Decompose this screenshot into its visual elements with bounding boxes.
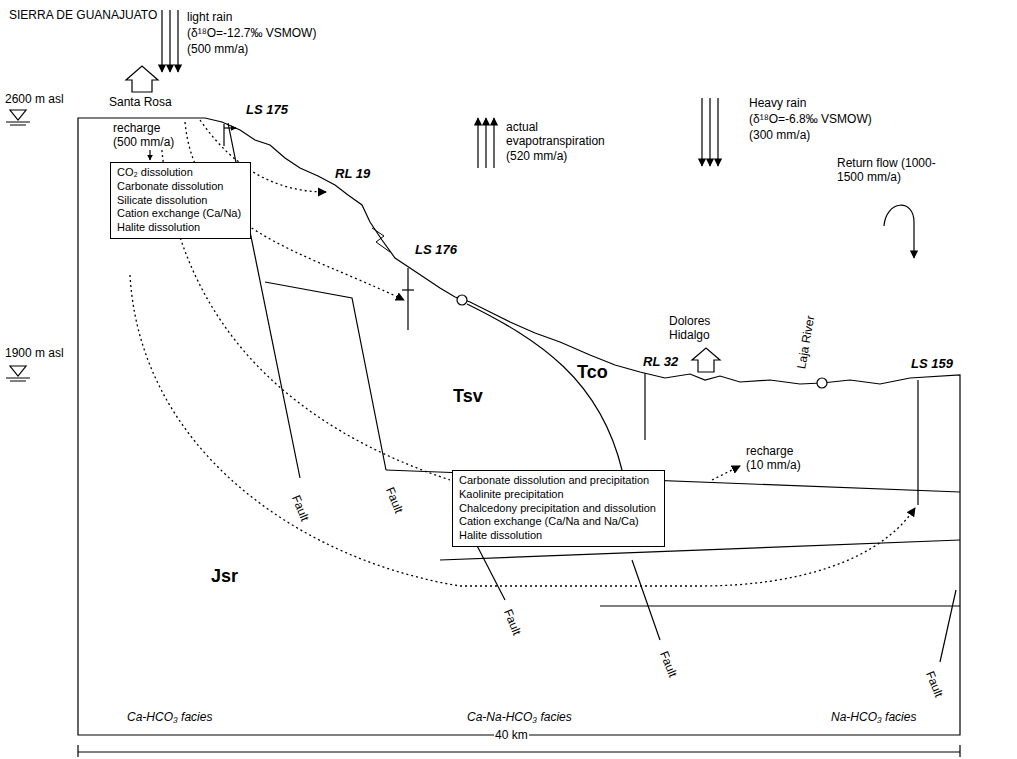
isotope-label: (δ¹⁸O=-6.8‰ VSMOW) [748,112,873,126]
process-text: Halite dissolution [459,529,658,543]
fault-label: Fault [500,606,524,638]
process-text: Chalcedony precipitation and dissolution [459,502,658,516]
facies-label: Ca-HCO₃ facies [126,710,213,724]
process-box: CO₂ dissolutionCarbonate dissolutionSili… [110,162,251,239]
town-label: Dolores Hidalgo [668,314,734,343]
river-label: Laja River [794,313,818,371]
process-box: Carbonate dissolution and precipitationK… [452,470,665,547]
fault-label: Fault [288,492,312,524]
return-flow-label: Return flow (1000-1500 mm/a) [836,156,946,185]
geologic-unit: Tco [576,362,609,384]
scale-label: 40 km [494,728,529,742]
rain-label: light rain [186,10,233,24]
fault-label: Fault [922,668,946,700]
process-text: Carbonate dissolution [117,180,244,194]
facies-label: Na-HCO₃ facies [830,710,917,724]
rate-label: (500 mm/a) [186,42,249,56]
process-text: Cation exchange (Ca/Na and Na/Ca) [459,515,658,529]
process-text: Carbonate dissolution and precipitation [459,474,658,488]
recharge-label: recharge (500 mm/a) [112,121,184,150]
rate-label: (300 mm/a) [748,128,811,142]
process-text: Cation exchange (Ca/Na) [117,207,244,221]
station-label: LS 175 [245,102,289,118]
fault-label: Fault [656,648,680,680]
process-text: Kaolinite precipitation [459,488,658,502]
elevation-label: 1900 m asl [4,346,65,360]
station-label: LS 176 [414,242,458,258]
isotope-label: (δ¹⁸O=-12.7‰ VSMOW) [186,26,317,40]
process-text: CO₂ dissolution [117,166,244,180]
facies-label: Ca-Na-HCO₃ facies [466,710,573,724]
station-label: RL 32 [642,354,679,370]
process-text: Halite dissolution [117,221,244,235]
station-label: LS 159 [910,356,954,372]
rain-label: Heavy rain [748,96,807,110]
section-frame [78,118,960,735]
elevation-label: 2600 m asl [4,92,65,106]
evapotranspiration-label: actual evapotranspiration (520 mm/a) [505,120,622,163]
geologic-unit: Tsv [452,386,484,408]
recharge-label: recharge (10 mm/a) [745,444,811,473]
fault-label: Fault [382,484,406,516]
town-label: Santa Rosa [108,95,173,109]
geologic-unit: Jsr [210,566,239,588]
station-label: RL 19 [334,166,371,182]
process-text: Silicate dissolution [117,194,244,208]
figure-title: SIERRA DE GUANAJUATO [8,8,158,22]
